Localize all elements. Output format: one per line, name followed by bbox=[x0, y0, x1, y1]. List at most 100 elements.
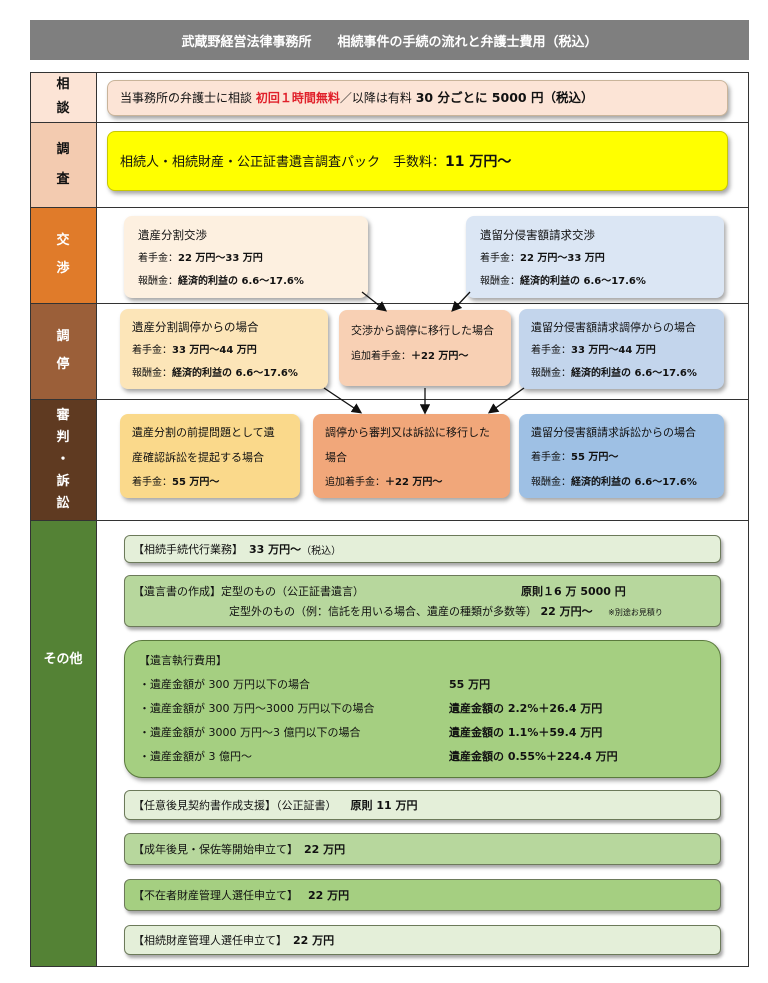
retainer-label: 着手金： bbox=[132, 477, 172, 488]
stage-survey: 調 査 bbox=[30, 122, 96, 207]
absentee-admin-row: 【不在者財産管理人選任申立て】 22 万円 bbox=[124, 879, 721, 911]
reward-value: 経済的利益の 6.6～17.6% bbox=[571, 368, 697, 379]
item-label: 【不在者財産管理人選任申立て】 bbox=[133, 889, 298, 902]
exec-fee: 遺産金額の 2.2%＋26.4 万円 bbox=[449, 702, 603, 715]
arrow bbox=[451, 291, 471, 312]
item-fee: 22 万円 bbox=[304, 843, 346, 856]
item-tax-note: （税込） bbox=[301, 545, 342, 557]
box-title: 遺留分侵害額請求調停からの場合 bbox=[531, 321, 696, 334]
page-title: 武蔵野経営法律事務所 相続事件の手続の流れと弁護士費用（税込） bbox=[30, 20, 749, 60]
list-item: ・遺産金額が 300 万円以下の場合 55 万円 bbox=[139, 673, 706, 697]
arrow bbox=[323, 387, 363, 414]
consult-fee: 30 分ごとに 5000 円（税込） bbox=[415, 90, 594, 105]
retainer-label: 着手金： bbox=[132, 345, 172, 356]
retainer-value: 55 万円～ bbox=[571, 452, 619, 463]
row-divider bbox=[30, 520, 749, 521]
table-frame bbox=[30, 72, 749, 967]
consult-box: 当事務所の弁護士に相談 初回１時間無料／以降は有料 30 分ごとに 5000 円… bbox=[107, 80, 728, 116]
row-divider bbox=[30, 399, 749, 400]
row-divider bbox=[30, 207, 749, 208]
consult-text: 当事務所の弁護士に相談 bbox=[120, 91, 253, 105]
stage-other-label: その他 bbox=[43, 652, 83, 667]
mediation-estate-division-box: 遺産分割調停からの場合 着手金：33 万円～44 万円 報酬金：経済的利益の 6… bbox=[120, 309, 328, 389]
trial-transition-box: 調停から審判又は訴訟に移行した 場合 追加着手金：＋22 万円～ bbox=[313, 414, 510, 498]
retainer-label: 着手金： bbox=[138, 253, 178, 264]
proxy-service-row: 【相続手続代行業務】 33 万円～ （税込） bbox=[124, 535, 721, 563]
retainer-label: 着手金： bbox=[531, 345, 571, 356]
box-title: 遺産分割交渉 bbox=[138, 228, 207, 242]
box-title: 遺産分割調停からの場合 bbox=[132, 320, 259, 334]
list-item: ・遺産金額が 3 億円～ 遺産金額の 0.55%＋224.4 万円 bbox=[139, 745, 706, 769]
guardian-contract-row: 【任意後見契約書作成支援】（公正証書） 原則 11 万円 bbox=[124, 790, 721, 820]
item-fee: 33 万円～ bbox=[249, 543, 302, 556]
item-label: 【相続手続代行業務】 bbox=[133, 543, 243, 556]
item-label: 【任意後見契約書作成支援】（公正証書） bbox=[133, 799, 337, 812]
stage-mediation-label: 調 停 bbox=[56, 329, 70, 372]
survey-box: 相続人・相続財産・公正証書遺言調査パック 手数料：11 万円～ bbox=[107, 131, 728, 191]
list-item: ・遺産金額が 3000 万円～3 億円以下の場合遺産金額の 1.1%＋59.4 … bbox=[139, 721, 706, 745]
reward-label: 報酬金： bbox=[132, 368, 172, 379]
reward-label: 報酬金： bbox=[480, 276, 520, 287]
box-title-line1: 遺産分割の前提問題として遺 bbox=[132, 426, 275, 439]
item-fee: 原則 11 万円 bbox=[350, 799, 418, 812]
column-divider bbox=[96, 72, 97, 967]
will-nonstandard-label: 定型外のもの（例：信託を用いる場合、遺産の種類が多数等） bbox=[229, 605, 537, 618]
negotiate-reserved-portion-box: 遺留分侵害額請求交渉 着手金：22 万円～33 万円 報酬金：経済的利益の 6.… bbox=[466, 216, 724, 298]
retainer-value: 33 万円～44 万円 bbox=[172, 345, 257, 356]
arrow bbox=[361, 291, 388, 312]
reward-value: 経済的利益の 6.6～17.6% bbox=[571, 477, 697, 488]
stage-trial: 審 判 ・ 訴 訟 bbox=[30, 399, 96, 520]
stage-trial-label: 審 判 ・ 訴 訟 bbox=[56, 407, 70, 511]
mediation-reserved-portion-box: 遺留分侵害額請求調停からの場合 着手金：33 万円～44 万円 報酬金：経済的利… bbox=[519, 309, 724, 389]
reward-label: 報酬金： bbox=[531, 477, 571, 488]
survey-text: 相続人・相続財産・公正証書遺言調査パック 手数料： bbox=[120, 155, 446, 170]
row-divider bbox=[30, 303, 749, 304]
exec-fee: 55 万円 bbox=[449, 678, 491, 691]
stage-negotiate-label: 交 渉 bbox=[56, 233, 70, 276]
item-label: 【遺言書の作成】 bbox=[133, 585, 221, 598]
item-label: 【遺言執行費用】 bbox=[139, 654, 227, 667]
box-title: 交渉から調停に移行した場合 bbox=[351, 324, 494, 337]
additional-retainer-label: 追加着手金： bbox=[351, 351, 411, 362]
trial-reserved-portion-box: 遺留分侵害額請求訴訟からの場合 着手金：55 万円～ 報酬金：経済的利益の 6.… bbox=[519, 414, 724, 498]
item-fee: 22 万円 bbox=[308, 889, 350, 902]
stage-consult: 相 談 bbox=[30, 72, 96, 122]
retainer-label: 着手金： bbox=[531, 452, 571, 463]
row-divider bbox=[30, 122, 749, 123]
exec-condition: ・遺産金額が 300 万円～3000 万円以下の場合 bbox=[139, 702, 375, 715]
item-fee: 22 万円 bbox=[293, 934, 335, 947]
exec-condition: ・遺産金額が 3 億円～ bbox=[139, 750, 252, 763]
consult-free-badge: 初回１時間無料 bbox=[255, 91, 340, 105]
item-label: 【成年後見・保佐等開始申立て】 bbox=[133, 843, 298, 856]
stage-negotiate: 交 渉 bbox=[30, 207, 96, 303]
will-standard-fee: 原則１6 万 5000 円 bbox=[521, 585, 626, 598]
will-standard-label: 定型のもの（公正証書遺言） bbox=[221, 585, 364, 598]
arrow bbox=[487, 387, 525, 414]
additional-retainer-value: ＋22 万円～ bbox=[411, 351, 469, 362]
reward-value: 経済的利益の 6.6～17.6% bbox=[178, 276, 304, 287]
will-execution-box: 【遺言執行費用】 ・遺産金額が 300 万円以下の場合 55 万円 ・遺産金額が … bbox=[124, 640, 721, 778]
item-label: 【相続財産管理人選任申立て】 bbox=[133, 934, 287, 947]
retainer-value: 22 万円～33 万円 bbox=[178, 253, 263, 264]
reward-label: 報酬金： bbox=[531, 368, 571, 379]
exec-condition: ・遺産金額が 300 万円以下の場合 bbox=[139, 678, 310, 691]
box-title-line2: 場合 bbox=[325, 451, 347, 464]
negotiate-estate-division-box: 遺産分割交渉 着手金：22 万円～33 万円 報酬金：経済的利益の 6.6～17… bbox=[124, 216, 368, 298]
guardian-petition-row: 【成年後見・保佐等開始申立て】 22 万円 bbox=[124, 833, 721, 865]
consult-text-paid: ／以降は有料 bbox=[339, 91, 412, 105]
retainer-value: 55 万円～ bbox=[172, 477, 220, 488]
stage-other: その他 bbox=[30, 520, 96, 967]
will-estimate-note: ※別途お見積り bbox=[608, 608, 663, 617]
will-nonstandard-fee: 22 万円～ bbox=[540, 605, 593, 618]
reward-label: 報酬金： bbox=[138, 276, 178, 287]
retainer-value: 22 万円～33 万円 bbox=[520, 253, 605, 264]
stage-survey-label: 調 査 bbox=[56, 141, 70, 187]
reward-value: 経済的利益の 6.6～17.6% bbox=[520, 276, 646, 287]
list-item: ・遺産金額が 300 万円～3000 万円以下の場合 遺産金額の 2.2%＋26.… bbox=[139, 697, 706, 721]
reward-value: 経済的利益の 6.6～17.6% bbox=[172, 368, 298, 379]
additional-retainer-value: ＋22 万円～ bbox=[385, 477, 443, 488]
box-title-line1: 調停から審判又は訴訟に移行した bbox=[325, 426, 490, 439]
mediation-transition-box: 交渉から調停に移行した場合 追加着手金：＋22 万円～ bbox=[339, 310, 511, 386]
exec-fee: 遺産金額の 0.55%＋224.4 万円 bbox=[449, 750, 618, 763]
